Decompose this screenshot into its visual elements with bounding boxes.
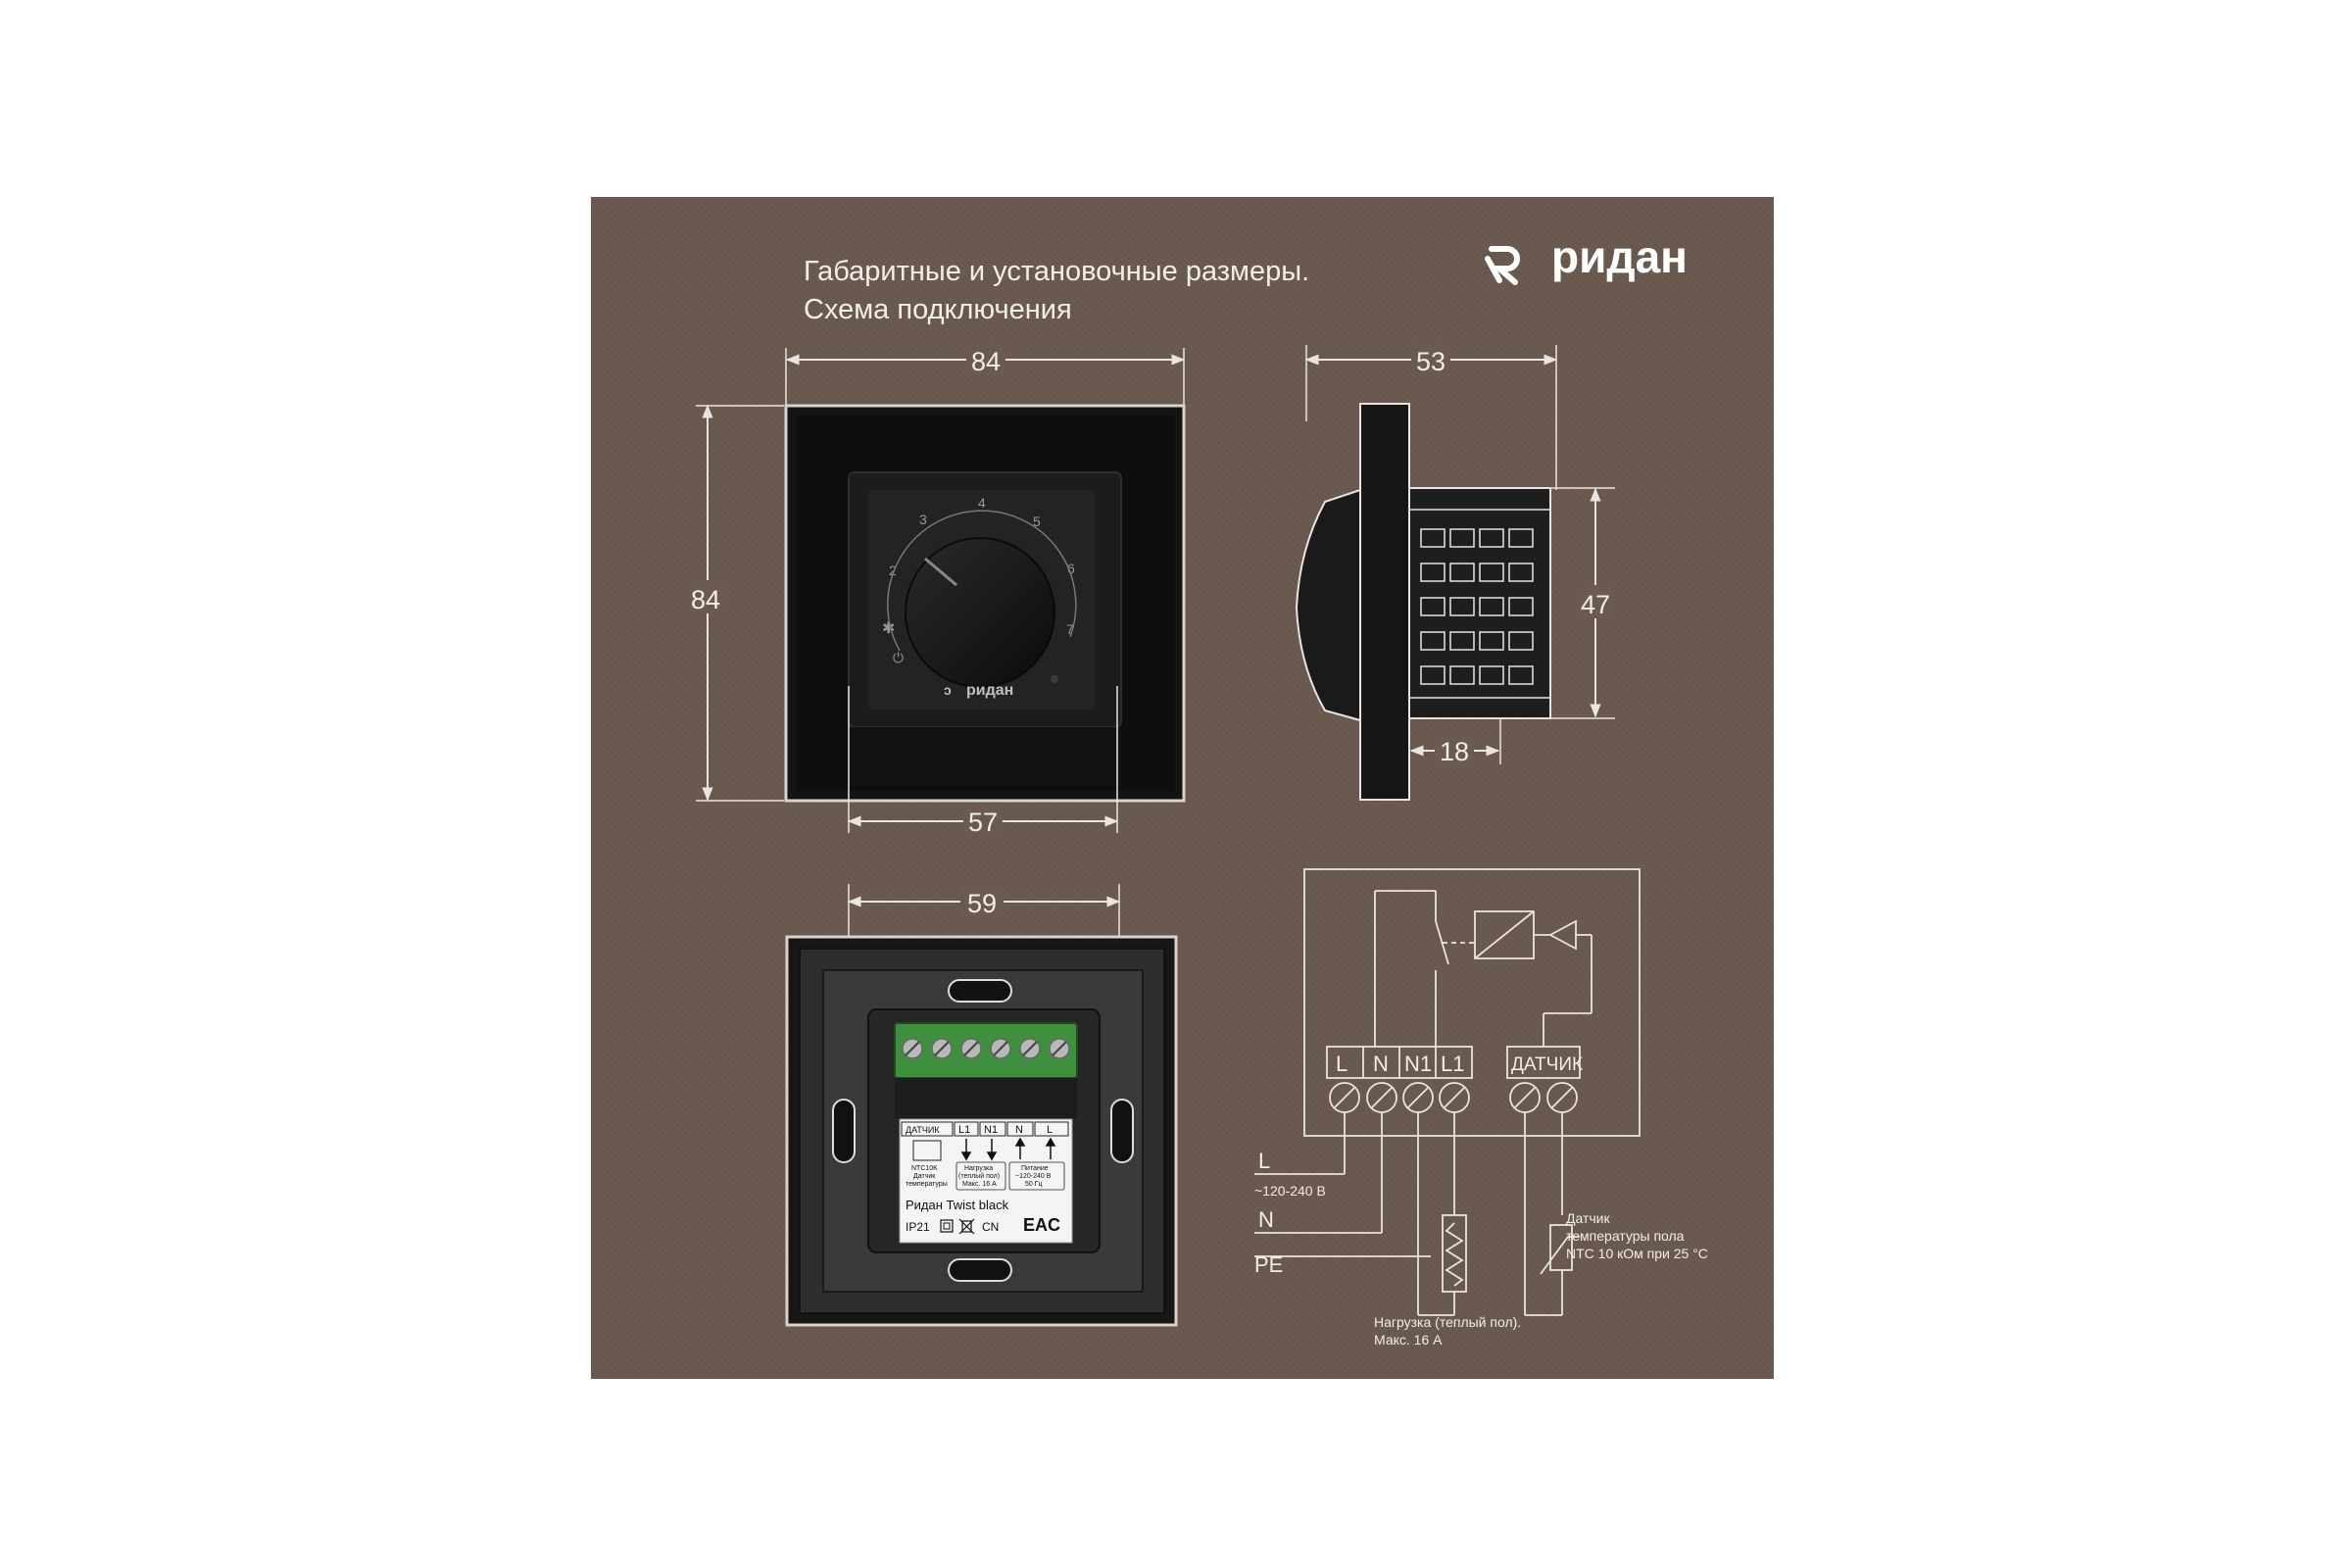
double-insulation-icon xyxy=(940,1219,954,1233)
dial-tick-6: 6 xyxy=(1067,561,1075,576)
label-power-desc-1: Питание xyxy=(1021,1165,1049,1172)
back-view: 59 ДАТЧИК L1 xyxy=(785,884,1178,1327)
module-brand: ридан xyxy=(966,682,1013,699)
label-cert: EAC xyxy=(1023,1215,1060,1235)
label-sensor-desc-1: NTC10K xyxy=(911,1165,938,1172)
side-view: 53 47 18 xyxy=(1295,342,1617,801)
mount-slot-top xyxy=(948,979,1012,1003)
dim-back-width: 59 xyxy=(967,889,997,918)
label-model: Ридан Twist black xyxy=(906,1198,1009,1212)
mount-slot-bottom xyxy=(948,1258,1012,1282)
label-ip-rating: IP21 xyxy=(906,1220,930,1234)
dim-inner-width: 57 xyxy=(968,808,998,837)
label-sensor-icon xyxy=(912,1140,942,1161)
heating-coil xyxy=(1445,1222,1464,1287)
title-line-1: Габаритные и установочные размеры. xyxy=(804,256,1309,287)
sensor-caption-2: температуры пола xyxy=(1566,1228,1685,1244)
label-sensor-desc-2: Датчик xyxy=(913,1173,936,1180)
wiring-labels: L N N1 L1 ДАТЧИК L ~120-240 В N PE Датчи… xyxy=(1254,1052,1708,1348)
dial-tick-3: 3 xyxy=(919,512,927,527)
label-power-desc-2: ~120-240 В xyxy=(1015,1173,1052,1180)
label-header-l: L xyxy=(1047,1124,1053,1136)
wiring-terminal-L: L xyxy=(1336,1052,1348,1076)
sensor-caption-1: Датчик xyxy=(1566,1210,1610,1226)
label-header-l1: L1 xyxy=(958,1124,970,1136)
dim-side-depth: 53 xyxy=(1416,347,1446,376)
label-sensor-desc-3: температуры xyxy=(906,1181,948,1188)
logo-icon xyxy=(1485,246,1520,285)
dial-tick-7: 7 xyxy=(1066,621,1074,637)
load-caption-1: Нагрузка (теплый пол). xyxy=(1374,1314,1521,1330)
dial-tick-4: 4 xyxy=(978,495,986,511)
label-power-desc-3: 50 Гц xyxy=(1025,1181,1043,1188)
device-outline xyxy=(1303,868,1641,1137)
dial-tick-5: 5 xyxy=(1033,514,1041,529)
dim-side-height: 47 xyxy=(1581,590,1610,619)
knob-pointer xyxy=(924,557,957,587)
dim-side-offset: 18 xyxy=(1440,737,1469,766)
module-logo: ↄ ридан xyxy=(944,682,1013,699)
module-logo-icon: ↄ xyxy=(944,682,952,698)
side-knob-profile xyxy=(1295,488,1361,722)
label-load-desc-2: (теплый пол) xyxy=(958,1172,1000,1180)
mount-slot-left xyxy=(832,1099,856,1163)
wiring-terminal-N1: N1 xyxy=(1404,1052,1432,1076)
product-label xyxy=(899,1118,1073,1244)
load-caption-2: Макс. 16 А xyxy=(1374,1332,1443,1348)
weee-bin-icon xyxy=(958,1218,975,1235)
sensor-caption-3: NTC 10 кОм при 25 °С xyxy=(1566,1246,1708,1261)
side-frame-plate xyxy=(1359,403,1410,801)
wiring-terminal-L1: L1 xyxy=(1441,1052,1464,1076)
label-origin: CN xyxy=(982,1220,999,1234)
wiring-label-PE: PE xyxy=(1254,1252,1283,1277)
title-line-2: Схема подключения xyxy=(804,294,1072,325)
status-led xyxy=(1051,675,1058,683)
wiring-label-L: L xyxy=(1258,1149,1270,1173)
brand-logo: ридан xyxy=(1485,231,1688,285)
wiring-terminal-N: N xyxy=(1373,1052,1389,1076)
relay-contact xyxy=(1435,920,1449,965)
front-view: 84 84 2 3 4 5 6 7 ✱ ⏻ ↄ ридан xyxy=(688,342,1186,837)
mount-slot-right xyxy=(1110,1099,1134,1163)
ntc-sensor-symbol xyxy=(1549,1224,1573,1271)
wiring-diagram xyxy=(1254,868,1641,1316)
label-header-sensor: ДАТЧИК xyxy=(906,1125,940,1135)
label-header-n1: N1 xyxy=(984,1124,998,1136)
dim-front-height: 84 xyxy=(691,585,720,614)
logo-text: ридан xyxy=(1551,231,1688,282)
power-icon: ⏻ xyxy=(893,650,904,665)
wiring-terminal-sensor: ДАТЧИК xyxy=(1511,1054,1583,1075)
dial-tick-2: 2 xyxy=(889,563,897,578)
dim-front-width: 84 xyxy=(971,347,1001,376)
label-header-n: N xyxy=(1015,1124,1023,1136)
wiring-label-voltage: ~120-240 В xyxy=(1254,1183,1326,1199)
wiring-label-N: N xyxy=(1258,1207,1274,1232)
label-load-desc-1: Нагрузка xyxy=(964,1165,993,1172)
label-load-desc-3: Макс. 16 А xyxy=(962,1181,997,1188)
